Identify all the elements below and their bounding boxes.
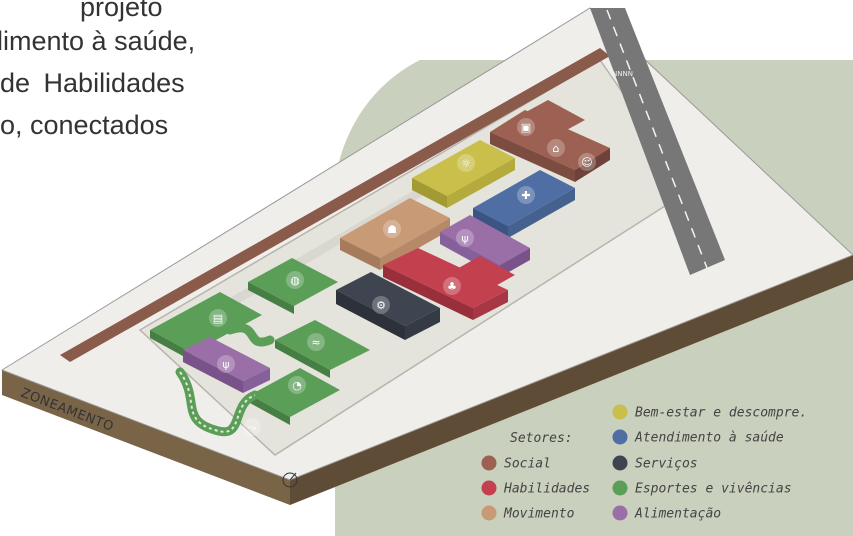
road-sign: NNNN bbox=[612, 70, 633, 78]
legend-item: Serviços bbox=[612, 455, 698, 472]
legend-swatch bbox=[612, 404, 628, 420]
legend-swatch bbox=[481, 455, 497, 471]
legend-label: Bem-estar e descompre. bbox=[635, 406, 807, 421]
dome-icon: ⌂ bbox=[547, 139, 565, 157]
intro-line-2: de Habilidades bbox=[0, 68, 185, 98]
svg-text:☺: ☺ bbox=[581, 156, 592, 169]
ground-side-left bbox=[2, 370, 290, 505]
legend-title: Setores: bbox=[510, 431, 573, 446]
svg-text:◔: ◔ bbox=[292, 379, 302, 392]
legend-swatch bbox=[612, 429, 628, 445]
svg-text:☼: ☼ bbox=[461, 157, 471, 170]
block-food-left bbox=[183, 337, 270, 393]
bed-icon: ▤ bbox=[209, 309, 227, 327]
block-skills bbox=[383, 248, 515, 320]
legend-swatch bbox=[612, 480, 628, 496]
block-services bbox=[336, 272, 440, 340]
intro-line-1: dimento à saúde, bbox=[0, 26, 196, 56]
svg-text:⌂: ⌂ bbox=[553, 142, 560, 155]
svg-text:◍: ◍ bbox=[290, 274, 300, 287]
svg-text:✚: ✚ bbox=[521, 189, 530, 202]
block-sports-1 bbox=[248, 258, 338, 314]
svg-text:≈: ≈ bbox=[311, 336, 320, 349]
block-wellness bbox=[412, 140, 515, 208]
legend-swatch bbox=[612, 455, 628, 471]
legend-label: Atendimento à saúde bbox=[634, 431, 784, 446]
legend-item: Atendimento à saúde bbox=[612, 429, 784, 446]
svg-text:ψ: ψ bbox=[461, 232, 468, 245]
legend-label: Social bbox=[504, 457, 551, 472]
legend-item: Esportes e vivências bbox=[612, 480, 792, 497]
skills-icon: ♣ bbox=[443, 277, 461, 295]
walk-icon: ⤳ bbox=[243, 418, 261, 436]
road bbox=[590, 8, 725, 275]
pool-icon: ≈ bbox=[307, 333, 325, 351]
compass-icon bbox=[282, 472, 298, 488]
svg-text:ψ: ψ bbox=[222, 358, 229, 371]
block-sports-3 bbox=[275, 320, 370, 378]
svg-text:☗: ☗ bbox=[387, 223, 397, 236]
svg-text:⤳: ⤳ bbox=[248, 421, 257, 434]
block-sports-2 bbox=[150, 292, 262, 361]
intro-line-0: projeto bbox=[80, 0, 163, 22]
food-icon-left: ψ bbox=[217, 355, 235, 373]
legend-label: Movimento bbox=[503, 507, 575, 522]
legend-item: Bem-estar e descompre. bbox=[612, 404, 807, 421]
block-health bbox=[473, 170, 575, 238]
gym-icon: ☗ bbox=[383, 220, 401, 238]
ground-side-right bbox=[290, 255, 853, 505]
people-icon: ☺ bbox=[578, 153, 596, 171]
trail-dashes bbox=[179, 371, 256, 433]
boundary-wall bbox=[60, 48, 610, 362]
calendar-icon: ▣ bbox=[517, 118, 535, 136]
legend-item: Alimentação bbox=[612, 505, 721, 522]
health-icon: ✚ bbox=[517, 186, 535, 204]
spa-icon: ☼ bbox=[457, 154, 475, 172]
gear-icon: ⚙ bbox=[372, 296, 390, 314]
legend-swatch bbox=[612, 505, 628, 521]
food-icon: ψ bbox=[456, 229, 474, 247]
tennis-icon: ◔ bbox=[288, 376, 306, 394]
svg-text:▣: ▣ bbox=[521, 121, 531, 134]
legend-swatch bbox=[481, 480, 497, 496]
legend-label: Habilidades bbox=[503, 482, 590, 497]
svg-text:▤: ▤ bbox=[213, 312, 223, 325]
legend-label: Alimentação bbox=[634, 507, 721, 522]
block-social bbox=[490, 100, 610, 182]
legend-swatch bbox=[481, 505, 497, 521]
legend-item: Social bbox=[481, 455, 551, 472]
legend: Setores: Bem-estar e descompre. Atendimen… bbox=[481, 404, 807, 522]
intro-line-3: o, conectados bbox=[0, 110, 169, 140]
svg-text:⚙: ⚙ bbox=[376, 299, 386, 312]
svg-text:♣: ♣ bbox=[447, 280, 457, 293]
legend-item: Movimento bbox=[481, 505, 575, 522]
legend-label: Esportes e vivências bbox=[635, 482, 792, 497]
globe-icon: ◍ bbox=[286, 271, 304, 289]
block-sports-4 bbox=[250, 368, 340, 425]
legend-label: Serviços bbox=[635, 457, 698, 472]
legend-item: Habilidades bbox=[481, 480, 590, 497]
block-movement bbox=[340, 198, 450, 270]
